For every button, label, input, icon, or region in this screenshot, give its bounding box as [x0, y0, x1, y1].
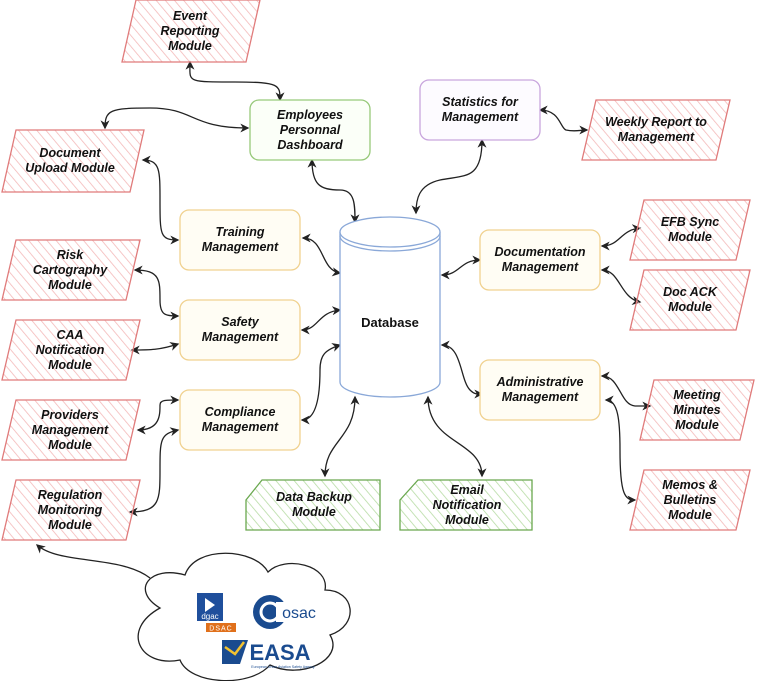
regulation-monitoring-module-shape[interactable]: [1, 479, 141, 541]
edge-statistics-weekly: [538, 105, 589, 135]
documentation-management-box[interactable]: [479, 229, 601, 291]
statistics-box[interactable]: [419, 79, 541, 141]
edge-documentation-docack: [600, 265, 642, 305]
caa-notification-module-shape[interactable]: [1, 319, 141, 381]
email-notification-module-shape[interactable]: [399, 479, 533, 531]
edge-safety-database: [300, 306, 342, 335]
edge-risk-safety: [133, 265, 180, 321]
dgac-logo: dgac: [197, 593, 223, 621]
memos-bulletins-module-shape[interactable]: [629, 469, 751, 531]
edge-database-administrative: [440, 340, 484, 399]
weekly-report-module-shape[interactable]: [581, 99, 731, 161]
data-backup-module-shape[interactable]: [245, 479, 381, 531]
edge-dashboard-database: [307, 158, 360, 224]
edge-caa-safety: [130, 342, 180, 355]
svg-text:European Union Aviation Safety: European Union Aviation Safety Agency: [251, 665, 315, 669]
edge-statistics-database: [411, 138, 487, 215]
edge-database-documentation: [440, 255, 482, 280]
svg-text:osac: osac: [282, 605, 316, 622]
edge-providers-compliance: [136, 395, 180, 435]
svg-text:EASA: EASA: [249, 640, 310, 665]
providers-management-module-shape[interactable]: [1, 399, 141, 461]
svg-text:DSAC: DSAC: [209, 626, 232, 633]
database-cylinder[interactable]: [339, 216, 441, 398]
svg-text:dgac: dgac: [201, 612, 218, 621]
easa-logo: EASA European Union Aviation Safety Agen…: [222, 640, 315, 669]
efb-sync-module-shape[interactable]: [629, 199, 751, 261]
regulators-cloud: [137, 552, 351, 681]
edge-event-dashboard: [185, 60, 285, 102]
osac-logo: osac: [253, 595, 316, 629]
edge-regulation-compliance: [128, 427, 180, 517]
meeting-minutes-module-shape[interactable]: [639, 379, 755, 441]
document-upload-module-shape[interactable]: [1, 129, 145, 193]
administrative-management-box[interactable]: [479, 359, 601, 421]
training-management-box[interactable]: [179, 209, 301, 271]
risk-cartography-module-shape[interactable]: [1, 239, 141, 301]
edge-training-database: [301, 233, 342, 277]
edge-documentation-efb: [600, 224, 642, 251]
edge-docupload-training: [141, 155, 180, 245]
edge-docupload-dashboard: [100, 107, 250, 133]
edge-administrative-memos: [604, 395, 637, 505]
edge-database-email: [423, 395, 487, 478]
edge-compliance-database: [300, 343, 342, 425]
edge-database-databackup: [320, 395, 360, 478]
compliance-management-box[interactable]: [179, 389, 301, 451]
edge-administrative-meeting: [600, 371, 652, 411]
edge-cloud-regulation: [35, 544, 151, 579]
employees-dashboard-box[interactable]: [249, 99, 371, 161]
doc-ack-module-shape[interactable]: [629, 269, 751, 331]
event-reporting-module-shape[interactable]: [121, 0, 261, 63]
dsac-logo: DSAC: [206, 623, 236, 633]
safety-management-box[interactable]: [179, 299, 301, 361]
